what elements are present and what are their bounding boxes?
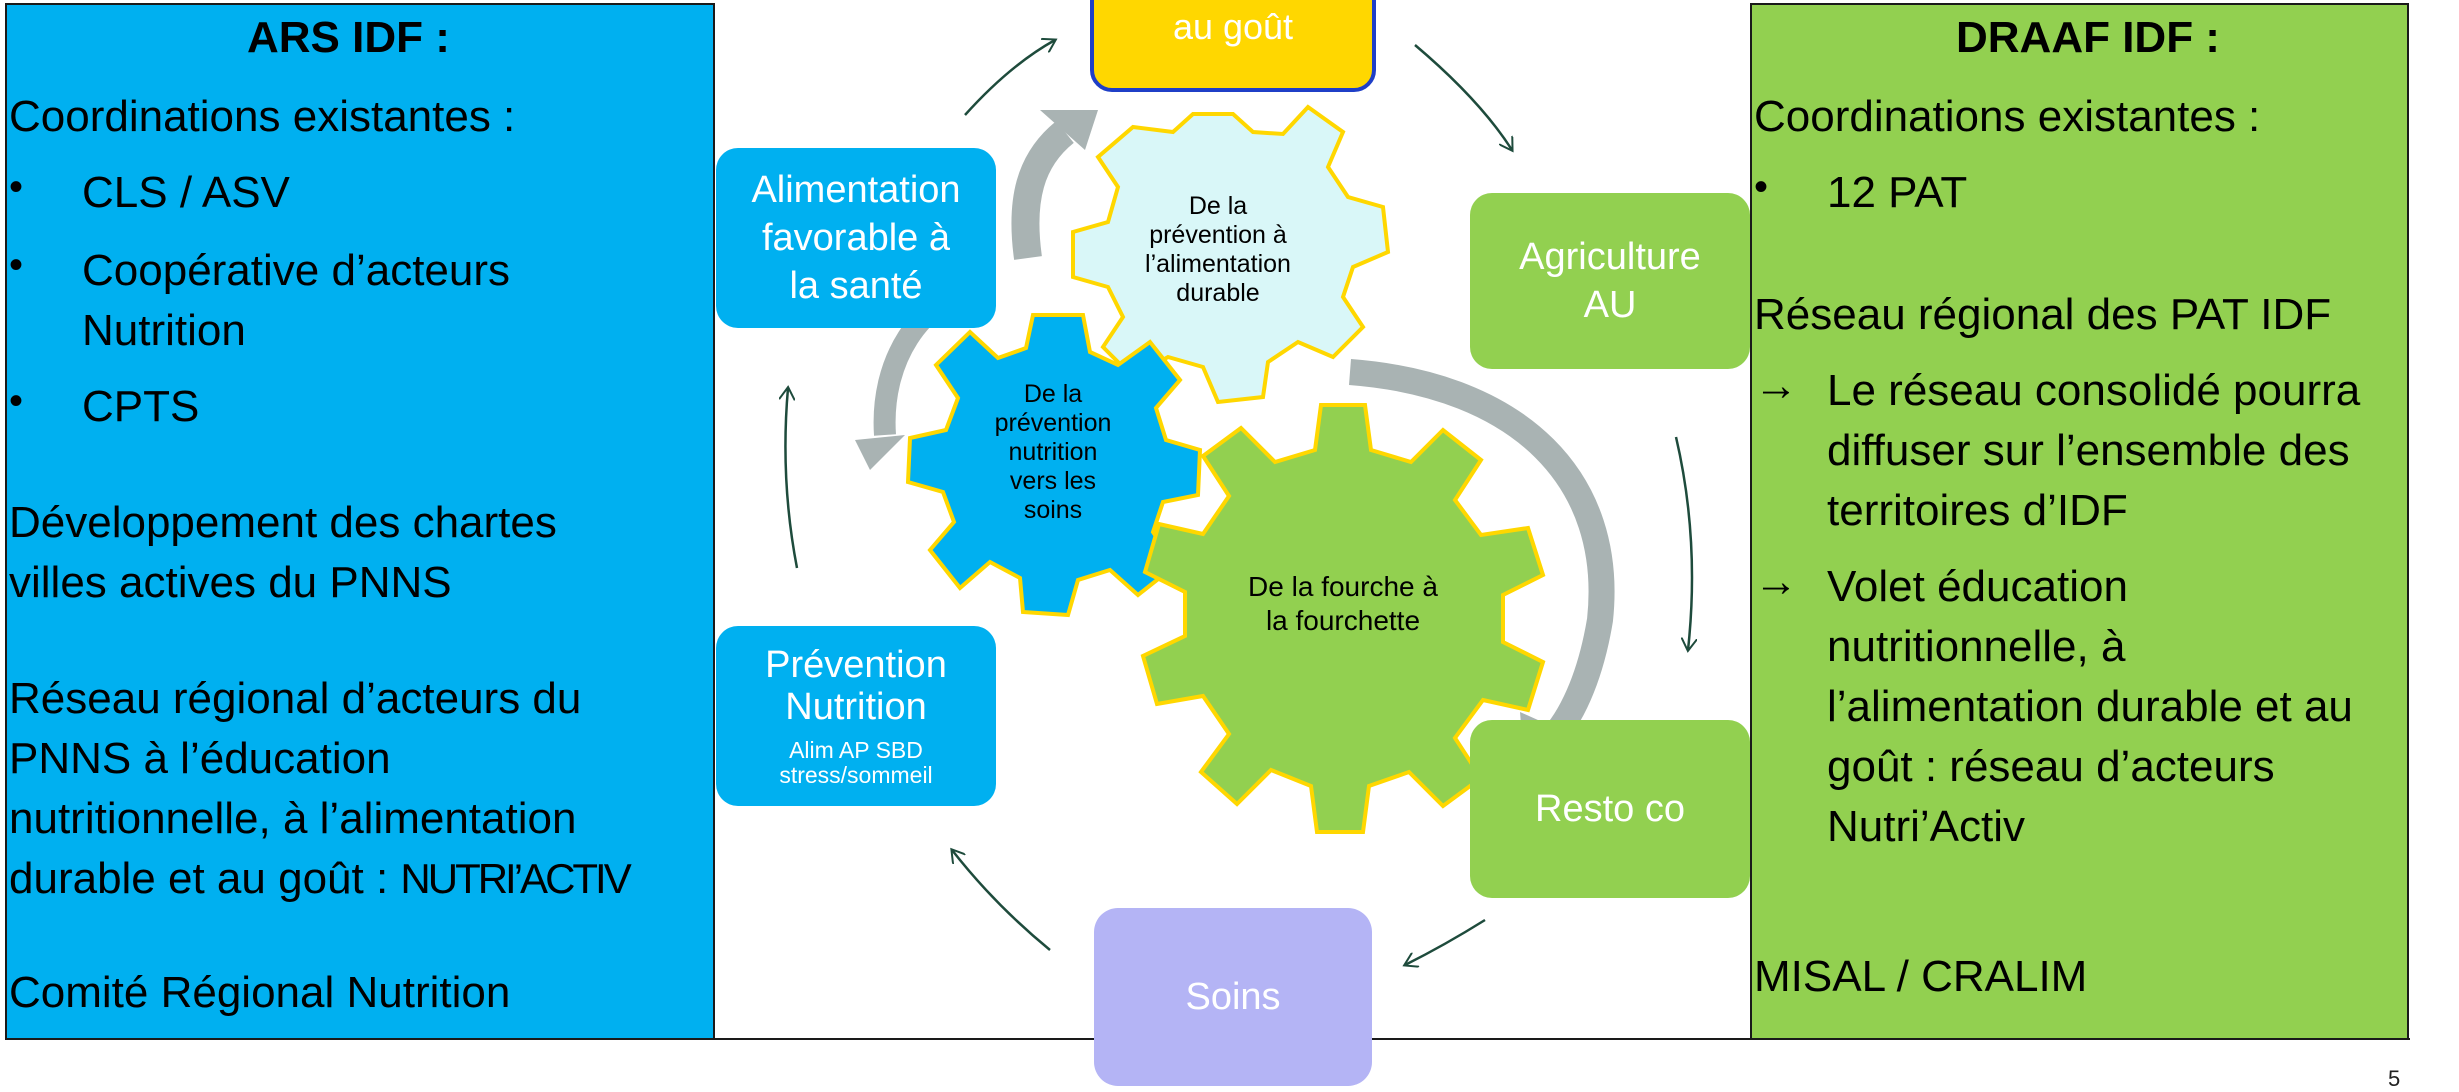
draaf-arrow2-line2: nutritionnelle, à [1827,622,2126,671]
gear-left [905,313,1203,618]
ars-reseau-line4: durable et au goût : NUTRI’ACTIV [9,849,632,909]
ars-chartes-line1: Développement des chartes [9,498,557,547]
right-arrow-icon: → [1754,557,1798,606]
gear-top-line4: durable [1176,279,1260,307]
node-alimentation-favorable: Alimentation favorable à la santé [716,148,996,328]
cycle-arrow [1674,436,1692,650]
gear-left-line5: soins [1023,496,1083,524]
draaf-arrow1-line2: diffuser sur l’ensemble des [1827,426,2350,475]
ars-chartes-line2: villes actives du PNNS [9,558,452,607]
node-soins: Soins [1094,908,1372,1086]
node-prev-sub2: stress/sommeil [779,762,933,788]
ars-title: ARS IDF : [247,13,450,62]
bullet-dot: • [9,243,24,287]
gray-arrowhead [1040,110,1098,150]
node-agri-line2: AU [1583,284,1637,326]
gear-top-line1: De la [1188,192,1248,220]
gear-top-line2: prévention à [1149,221,1287,249]
draaf-footer: MISAL / CRALIM [1754,952,2088,1001]
draaf-title: DRAAF IDF : [1956,13,2220,62]
node-alim-line1: Alimentation [751,169,961,211]
bullet-dot: • [9,379,24,423]
ars-bullet-cls: CLS / ASV [82,168,290,217]
gear-big-label: De la fourche à la fourchette [1213,570,1473,638]
draaf-arrow1-line1: Le réseau consolidé pourra [1827,366,2361,415]
nutriactiv-label: NUTRI’ACTIV [400,855,631,902]
gear-left-line4: vers les [1009,467,1097,495]
draaf-arrow2-line1: Volet éducation [1827,562,2128,611]
node-prev-line1: Prévention [765,644,947,686]
node-agri-line1: Agriculture [1519,236,1701,278]
ars-reseau-line2: PNNS à l’éducation [9,734,391,783]
draaf-bullet-pat: 12 PAT [1827,168,1968,217]
bullet-dot: • [9,165,24,209]
draaf-arrow2-line3: l’alimentation durable et au [1827,682,2353,731]
node-prevention-nutrition: Prévention Nutrition Alim AP SBD stress/… [716,626,996,806]
gear-left-label: De la prévention nutrition vers les soin… [968,380,1138,525]
cycle-arrow [952,850,1051,951]
gear-top-label: De la prévention à l’alimentation durabl… [1118,192,1318,308]
draaf-arrow1-line3: territoires d’IDF [1827,486,2128,535]
cycle-arrow [1405,918,1486,965]
node-au-gout: au goût [1090,0,1376,92]
gear-left-line1: De la [1023,380,1083,408]
node-resto-co: Resto co [1470,720,1750,898]
gear-left-line3: nutrition [1008,438,1098,466]
node-alim-line2: favorable à [761,217,950,259]
ars-idf-panel: ARS IDF : Coordinations existantes : • C… [5,3,715,1040]
draaf-intro: Coordinations existantes : [1754,92,2261,141]
draaf-arrow2-line5: Nutri’Activ [1827,802,2026,851]
cycle-arrow [785,388,799,569]
cycle-arrow [964,40,1055,116]
page-number: 5 [2388,1066,2401,1091]
ars-reseau-line3: nutritionnelle, à l’alimentation [9,794,577,843]
gray-curved-arrow [1349,359,1615,750]
ars-bullet-cooperative-cont: Nutrition [82,306,246,355]
gear-left-line2: prévention [994,409,1112,437]
ars-reseau-line4-text: durable et au goût : [9,854,401,903]
node-prev-sub1: Alim AP SBD [789,737,923,763]
draaf-arrow2-line4: goût : réseau d’acteurs [1827,742,2275,791]
node-soins-label: Soins [1185,975,1281,1018]
gray-arrowhead [855,435,905,470]
node-agriculture-au: Agriculture AU [1470,193,1750,369]
ars-bullet-cpts: CPTS [82,382,200,431]
gear-big [1140,403,1546,834]
node-alim-line3: la santé [789,265,923,307]
draaf-network: Réseau régional des PAT IDF [1754,290,2332,339]
gray-curved-arrow [1011,121,1075,260]
bullet-dot: • [1754,165,1769,209]
gear-big-line1: De la fourche à [1248,571,1438,602]
gear-top-line3: l’alimentation [1145,250,1291,278]
node-au-gout-label: au goût [1172,6,1294,47]
ars-bullet-cooperative: Coopérative d’acteurs [82,246,511,295]
ars-intro: Coordinations existantes : [9,92,516,141]
ars-reseau-line1: Réseau régional d’acteurs du [9,674,582,723]
ars-comite: Comité Régional Nutrition [9,968,511,1017]
node-prev-line2: Nutrition [785,686,927,728]
draaf-idf-panel: DRAAF IDF : Coordinations existantes : •… [1750,3,2409,1040]
right-arrow-icon: → [1754,361,1798,410]
gear-big-line2: la fourchette [1265,605,1421,636]
gear-top [1071,104,1391,405]
node-resto-label: Resto co [1535,787,1685,830]
cycle-arrow [1414,44,1512,150]
